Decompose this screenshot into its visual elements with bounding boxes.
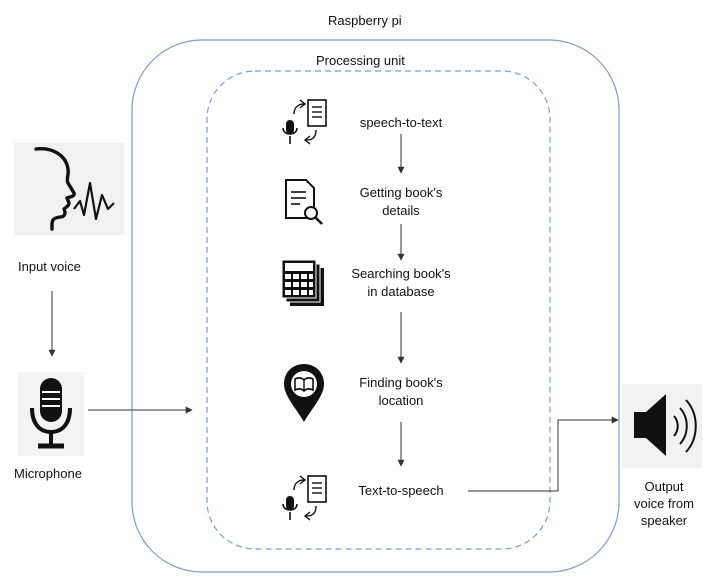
- step-searching-database-line1: Searching book's: [351, 266, 451, 281]
- processing-unit-label: Processing unit: [316, 53, 405, 68]
- location-pin-book-icon: [284, 364, 324, 422]
- step-text-to-speech-line1: Text-to-speech: [358, 483, 444, 498]
- output-line1: Output: [644, 479, 684, 494]
- step-speech-to-text: speech-to-text: [336, 114, 466, 132]
- arrow-tts-to-speaker: [468, 416, 619, 492]
- output-line2: voice from: [634, 496, 694, 511]
- document-search-icon: [285, 179, 323, 225]
- step-finding-location-line2: location: [378, 393, 424, 408]
- processing-unit-container: [206, 70, 551, 550]
- step-speech-to-text-line1: speech-to-text: [359, 115, 443, 130]
- output-label: Output voice from speaker: [626, 478, 702, 529]
- speaking-head-icon: [14, 143, 124, 235]
- step-getting-details: Getting book's details: [336, 184, 466, 220]
- microphone-label: Microphone: [14, 466, 82, 481]
- microphone-icon: [18, 372, 84, 456]
- step-getting-details-line1: Getting book's: [359, 185, 443, 200]
- raspberry-pi-container: [131, 39, 620, 573]
- input-voice-label: Input voice: [18, 259, 81, 274]
- output-line3: speaker: [640, 513, 688, 528]
- step-text-to-speech: Text-to-speech: [336, 482, 466, 500]
- raspberry-pi-label: Raspberry pi: [328, 13, 402, 28]
- speech-to-text-icon: [282, 99, 327, 145]
- step-searching-database-line2: in database: [367, 284, 435, 299]
- database-table-icon: [281, 259, 324, 306]
- step-finding-location-line1: Finding book's: [359, 375, 443, 390]
- text-to-speech-icon: [282, 475, 327, 521]
- step-finding-location: Finding book's location: [336, 374, 466, 410]
- speaker-icon: [622, 384, 702, 468]
- step-searching-database: Searching book's in database: [336, 265, 466, 301]
- step-getting-details-line2: details: [382, 203, 420, 218]
